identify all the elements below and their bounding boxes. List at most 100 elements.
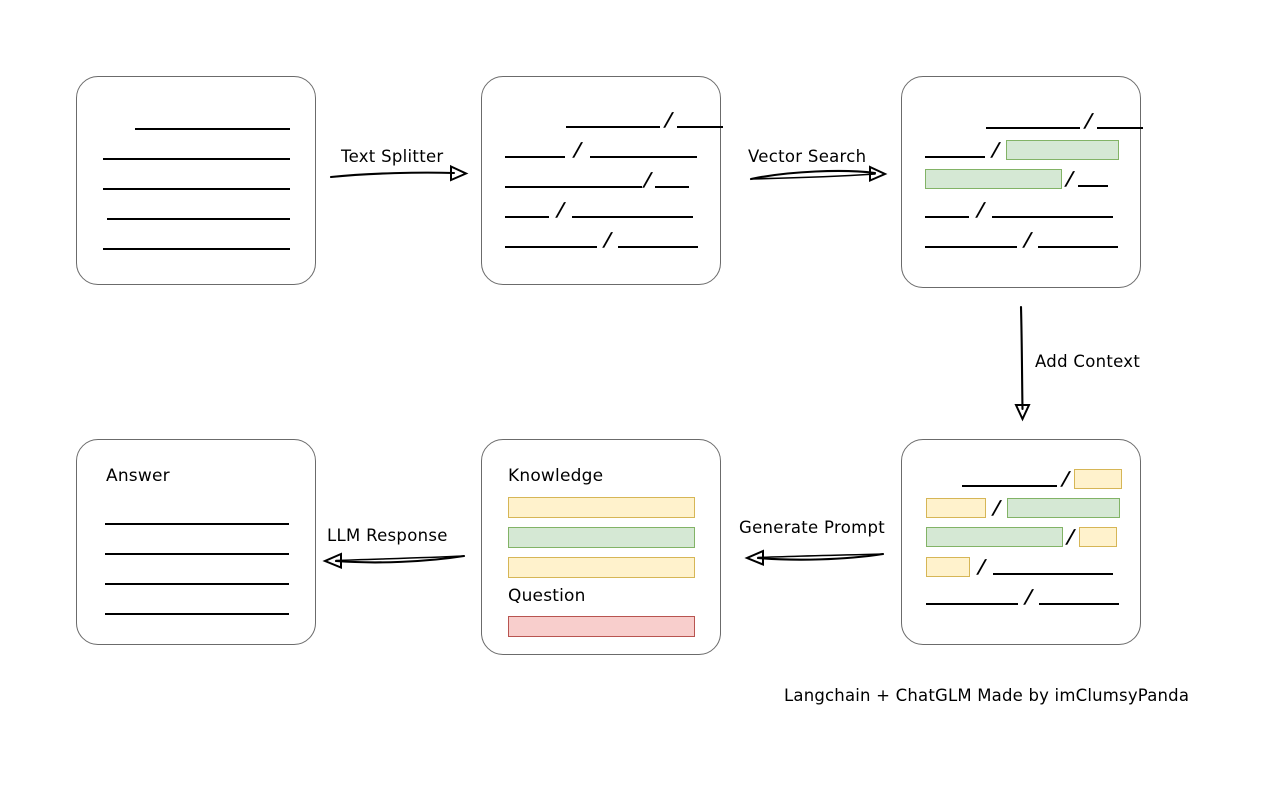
- slash-separator: /: [990, 496, 1003, 519]
- text-line-segment: [103, 188, 290, 190]
- text-line-segment: [676, 126, 723, 128]
- document-line: /: [505, 139, 697, 161]
- document-line: [135, 111, 290, 133]
- text-line-segment: [617, 246, 698, 248]
- text-line-segment: [105, 523, 289, 525]
- knowledge-chunk-row: [508, 496, 695, 518]
- llm-response-arrow: [318, 551, 466, 571]
- document-line: /: [926, 497, 1120, 519]
- answer-line: [105, 536, 289, 558]
- text-line-segment: [566, 126, 660, 128]
- retrieved-chunk-highlight: [1005, 140, 1119, 160]
- retrieved-chunk-highlight: [1006, 498, 1120, 518]
- text-line-segment: [962, 485, 1057, 487]
- document-line: [103, 171, 290, 193]
- prompt-chunk-highlight: [1073, 469, 1122, 489]
- text-line-segment: [571, 216, 693, 218]
- vector-search-label: Vector Search: [748, 147, 867, 166]
- document-line: [107, 201, 290, 223]
- answer-line: [105, 566, 289, 588]
- text-splitter-label: Text Splitter: [341, 147, 444, 166]
- knowledge-chunk-yellow: [508, 496, 695, 518]
- document-line: /: [925, 199, 1113, 221]
- document-line: [103, 231, 290, 253]
- slash-separator: /: [601, 228, 614, 251]
- text-line-segment: [1037, 246, 1118, 248]
- document-line: /: [926, 526, 1117, 548]
- document-line: /: [505, 199, 693, 221]
- question-label: Question: [508, 586, 586, 606]
- add-context-arrow: [1013, 305, 1035, 422]
- text-line-segment: [925, 156, 985, 158]
- prompt-chunk-highlight: [926, 498, 986, 518]
- add-context-label: Add Context: [1035, 352, 1141, 371]
- text-line-segment: [105, 553, 289, 555]
- slash-separator: /: [989, 138, 1002, 161]
- text-line-segment: [103, 158, 290, 160]
- text-line-segment: [589, 156, 697, 158]
- document-line: /: [504, 109, 723, 131]
- text-line-segment: [925, 216, 969, 218]
- slash-separator: /: [554, 198, 567, 221]
- text-line-segment: [135, 128, 290, 130]
- text-line-segment: [654, 186, 689, 188]
- slash-separator: /: [571, 138, 584, 161]
- question-chunk-red: [508, 615, 695, 637]
- document-line: /: [505, 229, 698, 251]
- vector-search-arrow: [749, 165, 889, 187]
- text-line-segment: [991, 216, 1113, 218]
- document-line: /: [924, 468, 1122, 490]
- text-line-segment: [505, 156, 565, 158]
- answer-label: Answer: [106, 466, 170, 486]
- text-line-segment: [103, 248, 290, 250]
- split-document-card[interactable]: / / / / /: [481, 76, 723, 285]
- document-line: [103, 141, 290, 163]
- text-line-segment: [505, 246, 597, 248]
- answer-card[interactable]: Answer: [76, 439, 316, 645]
- answer-line: [105, 506, 289, 528]
- text-line-segment: [107, 218, 290, 220]
- llm-response-label: LLM Response: [327, 526, 448, 545]
- slash-separator: /: [1022, 585, 1035, 608]
- document-line: /: [505, 169, 689, 191]
- document-line: /: [924, 110, 1143, 132]
- document-line: /: [925, 229, 1118, 251]
- retrieved-document-card[interactable]: / / / / /: [901, 76, 1143, 288]
- prompt-card[interactable]: Knowledge Question: [481, 439, 721, 655]
- source-document-card[interactable]: [76, 76, 316, 285]
- document-line: /: [925, 139, 1119, 161]
- text-line-segment: [505, 216, 549, 218]
- text-line-segment: [925, 246, 1017, 248]
- knowledge-chunk-green: [508, 526, 695, 548]
- answer-line: [105, 596, 289, 618]
- text-line-segment: [986, 127, 1080, 129]
- slash-separator: /: [974, 198, 987, 221]
- question-chunk-row: [508, 615, 695, 637]
- knowledge-chunk-yellow: [508, 556, 695, 578]
- credit-text: Langchain + ChatGLM Made by imClumsyPand…: [784, 686, 1190, 705]
- prompt-chunk-highlight: [926, 557, 970, 577]
- document-line: /: [925, 168, 1108, 190]
- text-line-segment: [1077, 185, 1108, 187]
- slash-separator: /: [975, 555, 988, 578]
- text-line-segment: [1096, 127, 1143, 129]
- text-line-segment: [105, 613, 289, 615]
- retrieved-chunk-highlight: [926, 527, 1063, 547]
- knowledge-chunk-row: [508, 526, 695, 548]
- generate-prompt-label: Generate Prompt: [739, 518, 885, 537]
- knowledge-chunk-row: [508, 556, 695, 578]
- text-line-segment: [926, 603, 1018, 605]
- text-splitter-arrow: [329, 164, 470, 185]
- document-line: /: [926, 586, 1119, 608]
- text-line-segment: [1038, 603, 1119, 605]
- context-document-card[interactable]: / / / / /: [901, 439, 1141, 645]
- text-line-segment: [105, 583, 289, 585]
- slash-separator: /: [1021, 228, 1034, 251]
- text-line-segment: [992, 573, 1113, 575]
- retrieved-chunk-highlight: [925, 169, 1062, 189]
- knowledge-label: Knowledge: [508, 466, 604, 486]
- prompt-chunk-highlight: [1078, 527, 1117, 547]
- generate-prompt-arrow: [740, 548, 885, 568]
- text-line-segment: [505, 186, 642, 188]
